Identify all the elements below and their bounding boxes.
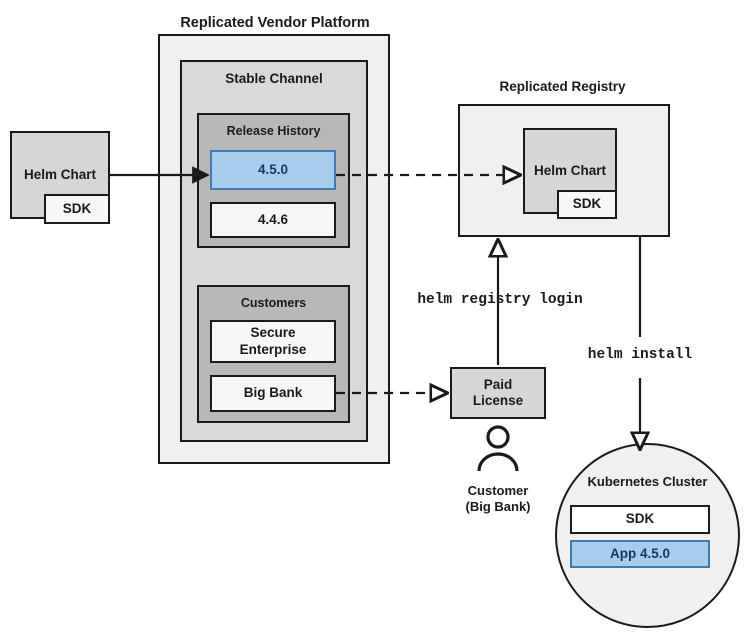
cluster-sdk-box: SDK [570,505,710,534]
registry-helm-chart-label: Helm Chart [533,162,606,178]
customer-actor-label: Customer (Big Bank) [465,483,531,515]
person-icon [477,425,519,472]
registry-sdk-box: SDK [557,190,617,219]
registry-sdk-label: SDK [572,196,602,212]
kubernetes-cluster-label: Kubernetes Cluster [587,474,708,489]
customers-label: Customers [240,296,307,310]
stable-channel-label: Stable Channel [225,71,323,86]
customer-big-bank-box[interactable]: Big Bank [210,375,336,412]
release-history-label: Release History [226,124,321,138]
command-helm-registry-login: helm registry login [417,292,583,308]
command-helm-install: helm install [587,347,693,363]
platform-title: Replicated Vendor Platform [180,15,370,31]
source-sdk-label: SDK [62,200,92,216]
paid-license-label: Paid License [472,376,524,408]
release-4-5-0-box[interactable]: 4.5.0 [210,150,336,190]
registry-title: Replicated Registry [499,79,626,94]
cluster-sdk-label: SDK [625,511,655,527]
release-4-4-6-label: 4.4.6 [257,211,289,227]
cluster-app-box: App 4.5.0 [570,540,710,568]
customer-big-bank-label: Big Bank [243,385,303,401]
cluster-app-label: App 4.5.0 [609,545,671,561]
paid-license-box: Paid License [450,367,546,419]
release-4-5-0-label: 4.5.0 [257,161,289,177]
release-4-4-6-box[interactable]: 4.4.6 [210,202,336,238]
customer-secure-enterprise-label: Secure Enterprise [239,325,307,357]
customer-secure-enterprise-box[interactable]: Secure Enterprise [210,320,336,363]
kubernetes-cluster-circle [555,443,740,628]
source-helm-chart-label: Helm Chart [23,166,96,182]
source-sdk-box: SDK [44,194,110,224]
